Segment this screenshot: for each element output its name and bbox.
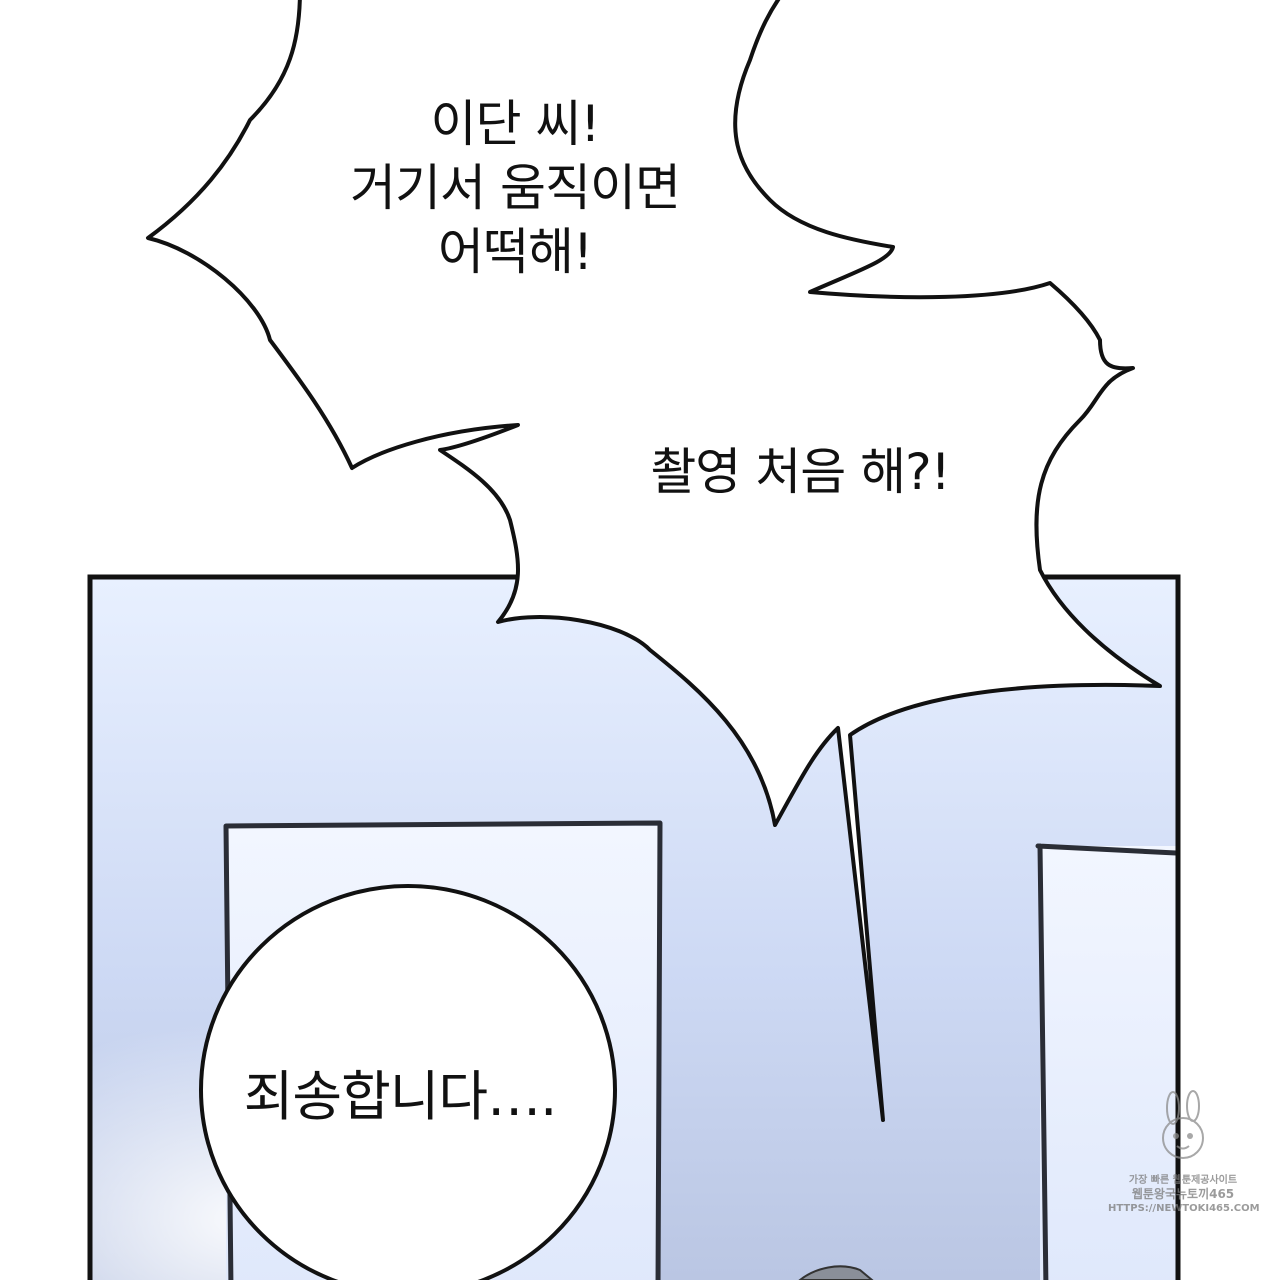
shout-side-text: 촬영 처음 해?! bbox=[650, 443, 950, 501]
shout-line-1: 이단 씨! bbox=[430, 95, 601, 153]
shout-line-2: 거기서 움직이면 bbox=[350, 159, 681, 217]
watermark-tagline: 가장 빠른 웹툰제공사이트 bbox=[1128, 1175, 1238, 1186]
right-door-frame bbox=[1035, 843, 1179, 1280]
site-watermark: 가장 빠른 웹툰제공사이트 웹툰왕국뉴토끼465 HTTPS://NEWTOKI… bbox=[1108, 1090, 1260, 1215]
rabbit-mascot-icon bbox=[1162, 1090, 1204, 1159]
watermark-url: HTTPS://NEWTOKI465.COM bbox=[1108, 1203, 1260, 1214]
round-bubble-text: 죄송합니다…. bbox=[243, 1065, 558, 1128]
round-bubble-shape bbox=[199, 884, 617, 1280]
shout-bubble-shape bbox=[146, 0, 1162, 1122]
right-door-fill bbox=[1040, 846, 1176, 1280]
shout-line-3: 어떡해! bbox=[437, 223, 593, 281]
watermark-site-name: 웹툰왕국뉴토끼465 bbox=[1131, 1187, 1235, 1201]
shout-bubble-text: 이단 씨! 거기서 움직이면 어떡해! bbox=[300, 92, 730, 284]
character-hair-hint bbox=[798, 1265, 874, 1280]
